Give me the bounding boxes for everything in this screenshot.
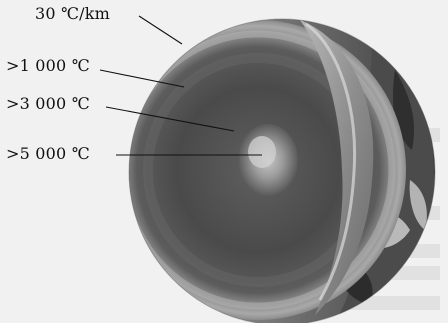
label-surface-gradient: 30 ℃/km xyxy=(35,6,110,22)
label-inner-core-temp: >5 000 ℃ xyxy=(6,146,90,162)
leader-line-surface xyxy=(139,16,182,44)
label-outer-core-temp: >3 000 ℃ xyxy=(6,96,90,112)
label-mantle-temp: >1 000 ℃ xyxy=(6,58,90,74)
core-layer xyxy=(238,124,298,196)
